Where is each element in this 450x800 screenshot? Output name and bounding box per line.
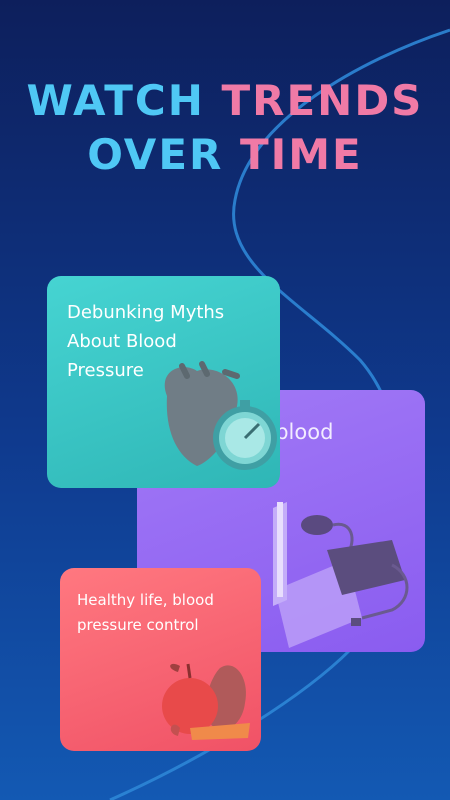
title-word-trends: TRENDS xyxy=(221,76,424,125)
page-title: WATCH TRENDS OVER TIME xyxy=(0,74,450,182)
article-card-title: Healthy life, blood pressure control xyxy=(77,591,214,634)
title-word-watch: WATCH xyxy=(26,76,205,125)
fruit-vegetable-icon xyxy=(162,663,250,740)
sphygmomanometer-icon xyxy=(273,502,409,648)
article-card-debunking-myths[interactable]: Debunking Myths About Blood Pressure xyxy=(47,276,280,488)
article-card-healthy-life[interactable]: Healthy life, blood pressure control xyxy=(60,568,261,751)
title-word-over: OVER xyxy=(87,130,224,179)
title-word-time: TIME xyxy=(239,130,363,179)
heart-stopwatch-icon xyxy=(164,361,277,470)
article-card-title: Debunking Myths About Blood Pressure xyxy=(67,302,225,381)
